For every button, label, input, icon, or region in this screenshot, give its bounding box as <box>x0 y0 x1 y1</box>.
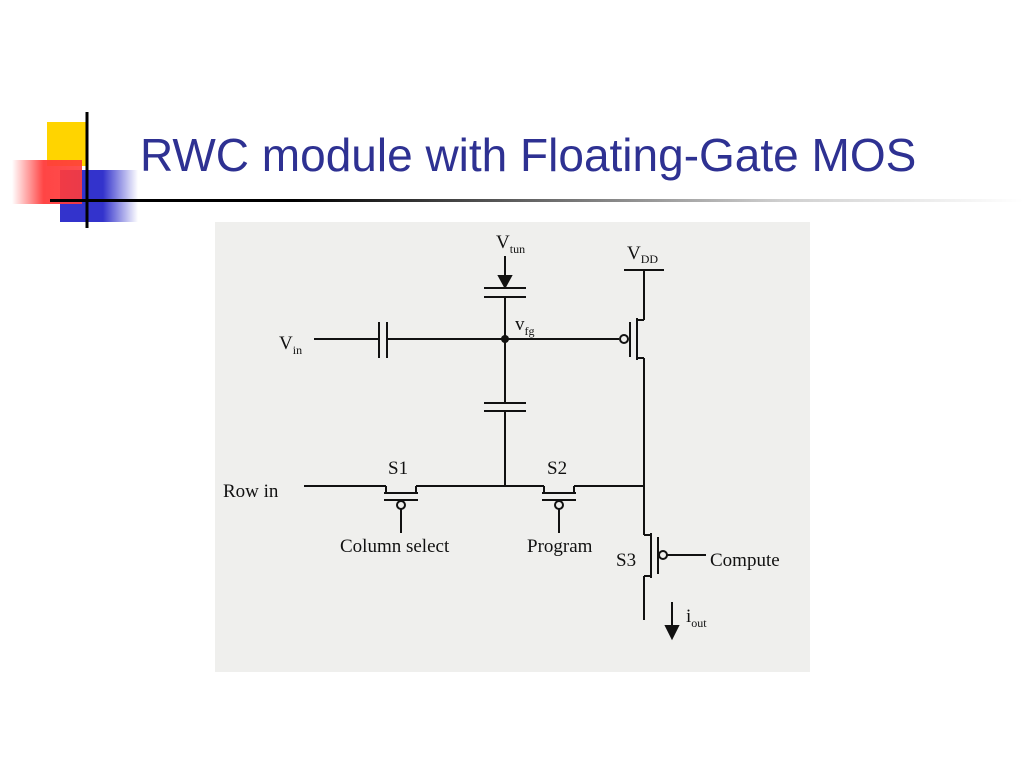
label-vtun: Vtun <box>496 232 525 256</box>
label-vin: Vin <box>279 333 302 357</box>
label-iout: iout <box>686 606 707 630</box>
s2-gate-bubble <box>554 500 564 510</box>
deco-yellow-square <box>47 122 88 166</box>
label-s3: S3 <box>616 550 636 571</box>
pmos-gate-bubble <box>619 334 629 344</box>
title-underline <box>50 199 1024 202</box>
fg-junction-dot <box>501 335 509 343</box>
deco-red-square <box>12 160 82 204</box>
vtun-arrowhead <box>497 275 513 290</box>
label-compute: Compute <box>710 550 780 571</box>
s3-gate-bubble <box>658 550 668 560</box>
label-s2: S2 <box>547 458 567 479</box>
slide-title: RWC module with Floating-Gate MOS <box>140 129 917 181</box>
label-column-select: Column select <box>340 536 450 557</box>
title-decoration <box>12 112 138 228</box>
label-vdd: VDD <box>627 243 658 266</box>
label-program: Program <box>527 536 593 557</box>
label-row-in: Row in <box>223 481 279 502</box>
label-vfg: vfg <box>515 314 535 338</box>
iout-arrowhead <box>664 625 680 641</box>
s1-gate-bubble <box>396 500 406 510</box>
label-s1: S1 <box>388 458 408 479</box>
